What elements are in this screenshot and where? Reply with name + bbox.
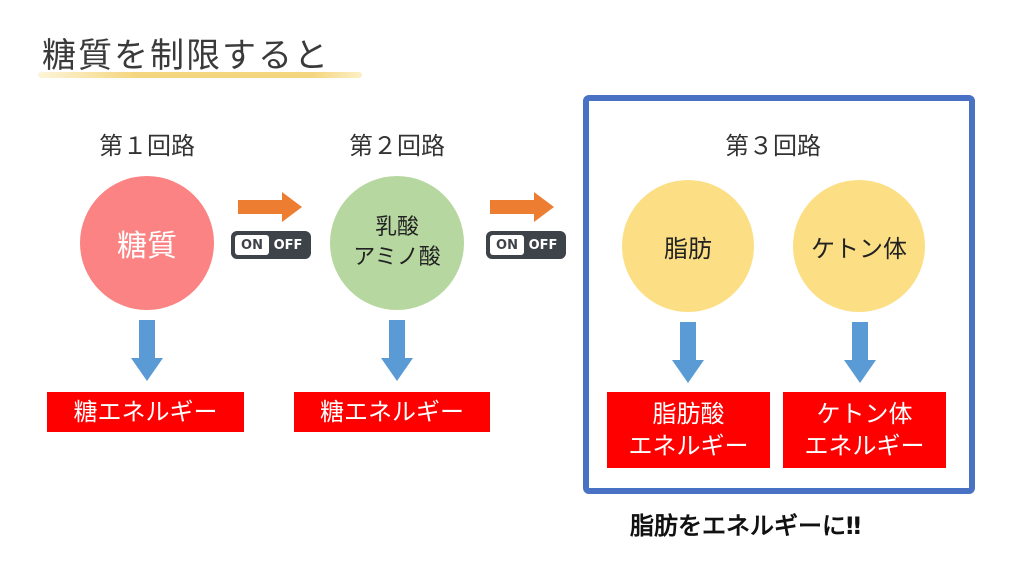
route-1-label: 第１回路 — [99, 132, 195, 160]
sugar-energy-label: 糖エネルギー — [320, 398, 464, 426]
ketone-node-label: ケトン体 — [811, 234, 907, 263]
on-off-switch: ON OFF — [231, 231, 311, 259]
ketone-label: ケトン体 — [816, 400, 913, 428]
switch-on-label: ON — [235, 235, 269, 255]
ketone-node: ケトン体 — [793, 180, 925, 312]
sugar-energy-box: 糖エネルギー — [294, 392, 490, 432]
energy-label: エネルギー — [628, 432, 749, 460]
route-3-frame — [583, 95, 975, 494]
down-arrow-icon — [844, 322, 876, 383]
right-arrow-icon — [238, 192, 302, 222]
conclusion-text: 脂肪をエネルギーに‼ — [630, 512, 862, 540]
fatty-acid-energy-box: 脂肪酸 エネルギー — [607, 392, 770, 468]
energy-label: エネルギー — [804, 432, 925, 460]
sugar-node: 糖質 — [80, 176, 214, 310]
down-arrow-icon — [131, 320, 163, 381]
lactic-amino-node: 乳酸 アミノ酸 — [330, 176, 464, 310]
switch-off-label: OFF — [273, 237, 303, 253]
sugar-energy-label: 糖エネルギー — [73, 398, 218, 426]
slide-title: 糖質を制限すると — [42, 36, 330, 76]
on-off-switch: ON OFF — [486, 231, 566, 259]
fat-node-label: 脂肪 — [664, 234, 712, 263]
amino-node-label: アミノ酸 — [353, 245, 441, 270]
sugar-energy-box: 糖エネルギー — [47, 392, 244, 432]
sugar-node-label: 糖質 — [117, 229, 177, 264]
switch-off-label: OFF — [528, 237, 558, 253]
route-2-label: 第２回路 — [349, 132, 445, 160]
ketone-energy-box: ケトン体 エネルギー — [783, 392, 946, 468]
switch-on-label: ON — [490, 235, 524, 255]
title-underline — [38, 72, 362, 78]
fat-node: 脂肪 — [622, 180, 754, 312]
fatty-acid-label: 脂肪酸 — [652, 400, 725, 428]
down-arrow-icon — [381, 320, 413, 381]
down-arrow-icon — [672, 322, 704, 383]
route-3-label: 第３回路 — [725, 132, 821, 160]
right-arrow-icon — [490, 192, 554, 222]
lactic-node-label: 乳酸 — [374, 215, 419, 240]
